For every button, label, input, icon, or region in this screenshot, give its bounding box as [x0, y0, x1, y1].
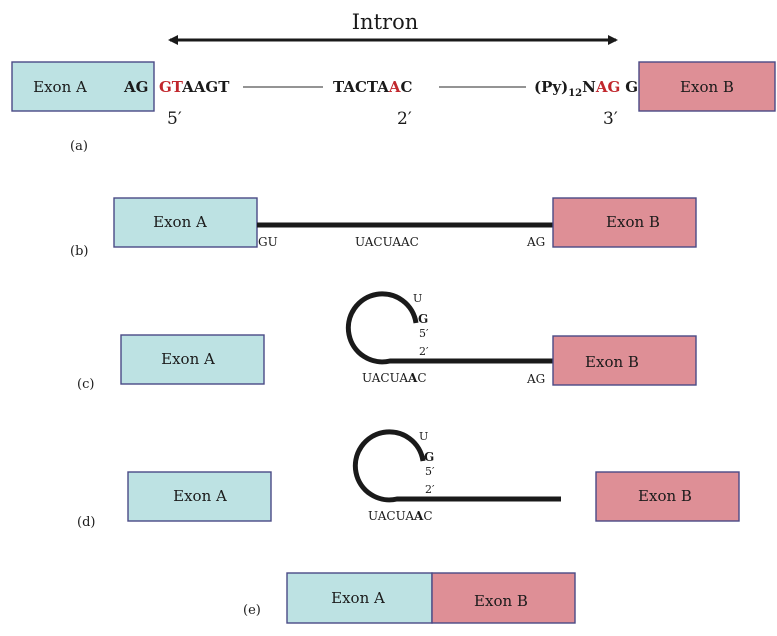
exon-b-box	[552, 197, 697, 248]
g-right: G	[625, 78, 638, 96]
g-label: G	[418, 312, 428, 326]
prime-5: 5′	[425, 465, 435, 478]
panel-e-label: (e)	[243, 603, 261, 618]
exon-b-label: Exon B	[585, 353, 639, 371]
branch-site-seq: TACTAAC	[333, 78, 413, 96]
exon-b-box	[552, 335, 697, 386]
panel-a: Intron Exon A AG GTAAGT TACTAAC (Py)12NA…	[11, 10, 776, 154]
exon-a-box	[11, 61, 155, 112]
branch-a-red: A	[388, 78, 401, 96]
exon-a-box	[127, 471, 272, 522]
exon-a-label: Exon A	[161, 350, 215, 368]
branch-a: A	[407, 371, 418, 385]
gt-rest: AAGT	[181, 78, 230, 96]
panel-b-label: (b)	[70, 244, 88, 259]
exon-a-label: Exon A	[33, 78, 87, 96]
exon-b-label: Exon B	[474, 592, 528, 610]
lariat-strand	[352, 429, 561, 503]
g-label: G	[424, 450, 434, 464]
py-label: (Py)	[534, 78, 568, 96]
panel-d-label: (d)	[77, 515, 95, 530]
exon-a-box	[113, 197, 258, 248]
u-label: U	[419, 430, 428, 443]
exon-a-label: Exon A	[173, 487, 227, 505]
exon-b-box	[431, 572, 576, 624]
prime-5: 5′	[419, 327, 429, 340]
branch-a: A	[413, 509, 424, 523]
gu-label: GU	[258, 235, 278, 249]
branch-label: UACUAAC	[362, 371, 427, 385]
exon-a-box	[120, 334, 265, 385]
panel-d: Exon A Exon B U G 5′ 2′ UACUAAC (d)	[77, 429, 740, 530]
prime-2: 2′	[425, 483, 435, 496]
prime-5: 5′	[167, 109, 182, 129]
panel-c-label: (c)	[77, 377, 94, 392]
prime-3: 3′	[603, 109, 618, 129]
exon-b-label: Exon B	[638, 487, 692, 505]
acceptor-site-seq: (Py)12NAG G	[534, 78, 638, 99]
exon-a-label: Exon A	[331, 589, 385, 607]
exon-b-box	[595, 471, 740, 522]
branch-label: UACUAAC	[368, 509, 433, 523]
ag-red: AG	[595, 78, 620, 96]
exon-b-box	[638, 61, 776, 112]
u-label: U	[413, 292, 422, 305]
gt-red: GT	[159, 78, 184, 96]
donor-site-seq: GTAAGT	[159, 78, 230, 96]
exon-a-box	[286, 572, 433, 624]
panel-b: Exon A Exon B GU UACUAAC AG (b)	[70, 197, 697, 259]
prime-2: 2′	[419, 345, 429, 358]
panel-e: Exon A Exon B (e)	[243, 572, 576, 624]
exon-a-label: Exon A	[153, 213, 207, 231]
ag-label: AG	[526, 235, 545, 249]
exon-b-label: Exon B	[680, 78, 734, 96]
branch-label: UACUAAC	[355, 235, 419, 249]
n-label: N	[582, 78, 596, 96]
ag-left: AG	[123, 78, 148, 96]
panel-c: Exon A Exon B U G 5′ 2′ UACUAAC AG (c)	[77, 291, 697, 392]
panel-a-label: (a)	[70, 139, 88, 154]
py-subscript: 12	[568, 88, 582, 99]
ag-label: AG	[526, 372, 545, 386]
intron-label: Intron	[352, 10, 418, 34]
exon-b-label: Exon B	[606, 213, 660, 231]
lariat-strand	[345, 291, 553, 365]
prime-2: 2′	[397, 109, 412, 129]
